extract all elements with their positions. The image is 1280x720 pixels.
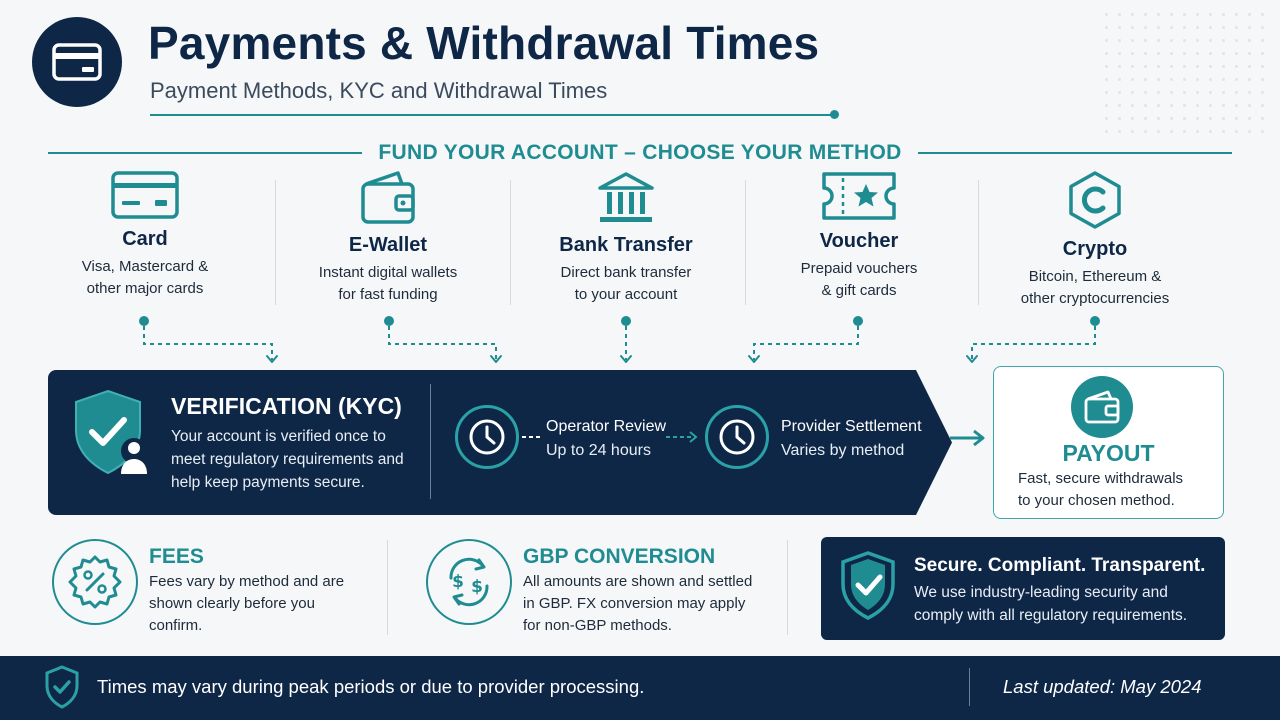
dot-pattern-decoration <box>1100 8 1270 138</box>
band-divider <box>430 384 431 499</box>
svg-text:$: $ <box>452 572 464 592</box>
dashed-connector <box>522 436 542 438</box>
credit-card-icon <box>32 17 122 107</box>
header-underline-dot <box>830 110 839 119</box>
footer-bar <box>0 656 1280 720</box>
method-card: Card Visa, Mastercard & other major cards <box>35 170 255 300</box>
method-ewallet: E-Wallet Instant digital wallets for fast… <box>278 170 498 306</box>
footer-note: Times may vary during peak periods or du… <box>97 676 645 697</box>
payout-desc: Fast, secure withdrawals to your chosen m… <box>1018 468 1183 512</box>
method-voucher: Voucher Prepaid vouchers & gift cards <box>749 170 969 302</box>
arrow-right-icon <box>950 429 985 447</box>
payout-desc-line2: to your chosen method. <box>1018 492 1175 509</box>
fees-desc: Fees vary by method and are shown clearl… <box>149 573 345 634</box>
payout-title: PAYOUT <box>1062 440 1155 466</box>
wallet-icon <box>1071 376 1133 438</box>
method-desc-line2: to your account <box>574 286 678 303</box>
step-title: Provider Settlement <box>781 418 922 435</box>
voucher-icon <box>822 172 896 220</box>
secure-desc: We use industry-leading security and com… <box>914 584 1188 624</box>
header-underline <box>150 114 836 116</box>
last-updated: Last updated: May 2024 <box>1003 676 1202 697</box>
method-divider <box>510 180 511 305</box>
clock-icon <box>705 405 769 469</box>
secure-title: Secure. Compliant. Transparent. <box>914 555 1206 576</box>
method-desc-line1: Direct bank transfer <box>560 264 692 281</box>
page-title: Payments & Withdrawal Times <box>148 17 820 69</box>
method-name: Crypto <box>1062 238 1128 260</box>
clock-icon <box>455 405 519 469</box>
section-title-text: FUND YOUR ACCOUNT – CHOOSE YOUR METHOD <box>362 141 918 164</box>
method-desc-line2: & gift cards <box>821 282 897 299</box>
method-desc-line2: other cryptocurrencies <box>1020 290 1170 307</box>
method-desc-line2: other major cards <box>86 280 204 297</box>
footer-divider <box>969 668 970 706</box>
section-rule-left <box>48 152 368 154</box>
info-divider <box>387 540 388 635</box>
method-desc-line1: Prepaid vouchers <box>800 260 918 277</box>
method-desc-line1: Bitcoin, Ethereum & <box>1028 268 1162 285</box>
bank-icon <box>598 172 654 222</box>
svg-text:$: $ <box>471 577 483 597</box>
payout-desc-line1: Fast, secure withdrawals <box>1018 470 1184 487</box>
wallet-icon <box>361 171 415 224</box>
shield-check-icon <box>45 665 79 709</box>
method-connectors <box>139 316 1100 363</box>
secure-panel <box>821 537 1225 640</box>
step-operator-review: Operator Review Up to 24 hours <box>546 418 666 460</box>
method-name: Voucher <box>819 230 899 252</box>
percent-badge-icon <box>52 539 138 625</box>
method-name: Bank Transfer <box>559 234 693 256</box>
conversion-desc: All amounts are shown and settled in GBP… <box>523 573 753 634</box>
credit-card-icon <box>111 171 179 219</box>
shield-user-icon <box>75 389 147 475</box>
fees-title: FEES <box>149 545 204 568</box>
verification-desc: Your account is verified once to meet re… <box>171 428 404 491</box>
page-subtitle: Payment Methods, KYC and Withdrawal Time… <box>150 78 608 103</box>
section-title: FUND YOUR ACCOUNT – CHOOSE YOUR METHOD <box>0 141 1280 165</box>
verification-title: VERIFICATION (KYC) <box>171 393 402 419</box>
section-rule-right <box>912 152 1232 154</box>
step-subtitle: Up to 24 hours <box>546 442 651 459</box>
currency-exchange-icon: $ $ <box>426 539 512 625</box>
method-desc-line1: Instant digital wallets <box>318 264 458 281</box>
method-bank-transfer: Bank Transfer Direct bank transfer to you… <box>516 170 736 306</box>
step-title: Operator Review <box>546 418 667 435</box>
method-desc-line2: for fast funding <box>338 286 438 303</box>
method-divider <box>978 180 979 305</box>
shield-check-icon <box>841 551 895 620</box>
dashed-arrow <box>666 431 698 443</box>
step-subtitle: Varies by method <box>781 442 905 459</box>
method-name: Card <box>122 228 168 250</box>
step-provider-settlement: Provider Settlement Varies by method <box>781 418 922 460</box>
method-desc-line1: Visa, Mastercard & <box>81 258 209 275</box>
crypto-icon <box>1069 171 1121 229</box>
info-divider <box>787 540 788 635</box>
method-divider <box>745 180 746 305</box>
method-divider <box>275 180 276 305</box>
conversion-title: GBP CONVERSION <box>523 545 716 568</box>
method-name: E-Wallet <box>348 234 428 256</box>
method-crypto: Crypto Bitcoin, Ethereum & other cryptocu… <box>985 170 1205 310</box>
